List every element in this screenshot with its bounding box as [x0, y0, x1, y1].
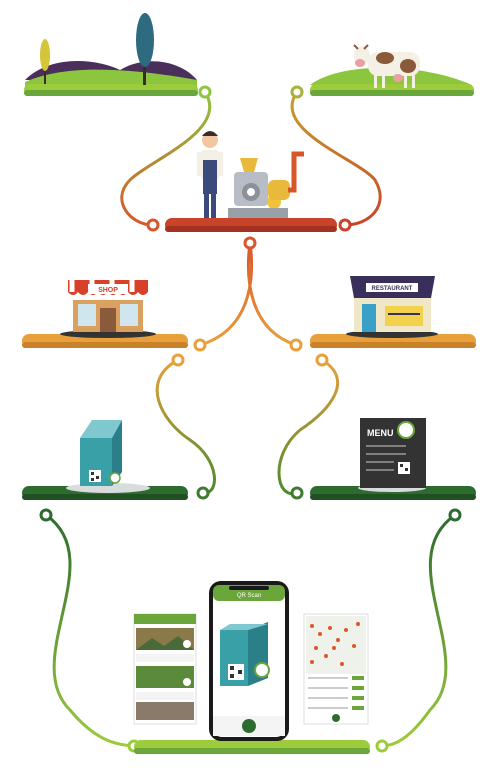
- qr-code-icon: [228, 664, 244, 680]
- farmer-icon: [197, 131, 223, 218]
- cow-icon: [353, 44, 420, 88]
- path-mill-to-shop: [198, 241, 254, 347]
- field-stage: [24, 13, 198, 96]
- path-shop-to-carton: [155, 358, 216, 495]
- path-cow-to-mill: [290, 90, 382, 227]
- app-list-screen: [133, 613, 197, 725]
- shop-sign-text: SHOP: [98, 287, 118, 294]
- phone-screen-title: QR Scan: [237, 593, 261, 599]
- restaurant-icon: RESTAURANT: [346, 276, 438, 338]
- path-carton-to-app: [44, 513, 136, 748]
- path-mill-to-restaurant: [246, 241, 298, 347]
- path-restaurant-to-menu: [277, 358, 340, 496]
- mill-machine-icon: [228, 151, 304, 218]
- app-stage: QR Scan: [133, 581, 370, 754]
- restaurant-sign-text: RESTAURANT: [372, 286, 413, 292]
- smartphone-icon: QR Scan: [209, 581, 289, 741]
- menu-board-icon: MENU: [358, 418, 426, 492]
- shop-icon: SHOP: [60, 280, 156, 338]
- app-map-screen: [303, 613, 369, 725]
- path-endpoints: [39, 85, 462, 753]
- flow-paths: [44, 90, 457, 748]
- menu-stage: MENU: [310, 418, 476, 500]
- tree-icon: [136, 13, 154, 85]
- milk-carton-icon: [66, 420, 150, 493]
- menu-title-text: MENU: [367, 428, 394, 438]
- restaurant-stage: RESTAURANT: [310, 276, 476, 348]
- shop-stage: SHOP: [22, 280, 188, 348]
- pasture-stage: [310, 44, 474, 96]
- path-menu-to-app: [380, 513, 457, 748]
- packaged-product-stage: [22, 420, 188, 500]
- processing-stage: [165, 131, 337, 232]
- tree-icon: [40, 39, 50, 84]
- path-field-to-mill: [120, 90, 212, 227]
- qr-code-icon: [89, 470, 101, 482]
